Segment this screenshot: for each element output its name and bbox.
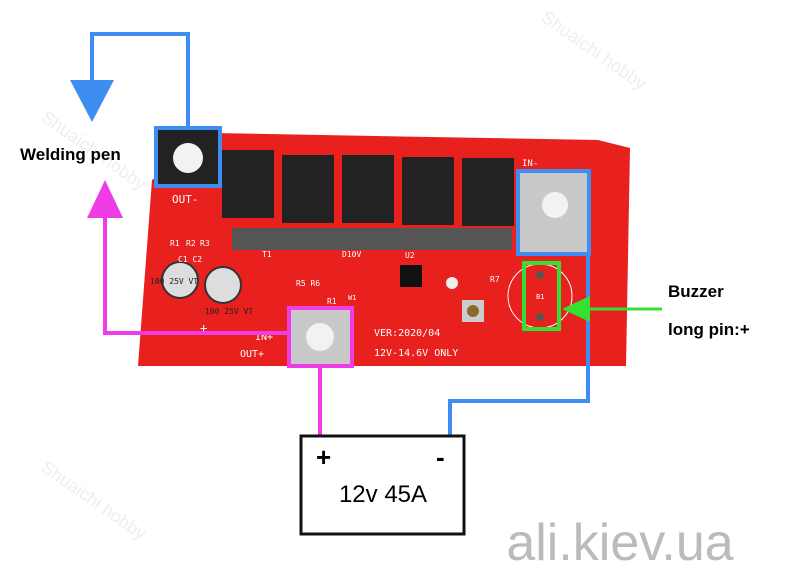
silk-r1: R1	[170, 239, 180, 248]
cap-label: 100 25V VT	[150, 277, 198, 286]
battery-spec: 12v 45A	[339, 481, 427, 508]
silk-r2: R2	[186, 239, 196, 248]
silk-b1: B1	[536, 293, 544, 301]
pcb-board: 100 25V VT 100 25V VT OUT- IN- R1 R2 R3 …	[138, 130, 630, 366]
mosfet-row	[222, 150, 514, 226]
ic-u2	[400, 265, 422, 287]
watermark-text: Shuaichi hobby	[38, 457, 150, 544]
buzzer-highlight	[522, 261, 561, 331]
watermark-text: Shuaichi hobby	[538, 7, 650, 94]
watermark: ali.kiev.ua	[506, 514, 733, 565]
buzzer-label: Buzzer	[668, 282, 724, 301]
arrow-left-icon	[562, 296, 590, 322]
silk-r7: R7	[490, 275, 500, 284]
arrow-up-icon	[87, 180, 123, 218]
silk-voltage: 12V-14.6V ONLY	[374, 348, 458, 359]
silk-plus: +	[200, 321, 207, 335]
capacitor-c2	[204, 266, 242, 304]
positive-wiring	[103, 215, 354, 436]
silk-u2: U2	[405, 251, 415, 260]
silk-r1b: R1	[327, 297, 337, 306]
capacitor-c1	[161, 261, 199, 299]
battery-plus: +	[316, 442, 331, 472]
silk-version: VER:2020/04	[374, 328, 440, 339]
silk-r3: R3	[200, 239, 210, 248]
cap-label: 100 25V VT	[205, 307, 253, 316]
silk-in-minus: IN-	[522, 159, 538, 169]
silk-t1: T1	[262, 250, 272, 259]
long-pin-label: long pin:+	[668, 320, 750, 339]
silk-out-plus: OUT+	[240, 349, 264, 360]
silk-out-minus: OUT-	[172, 193, 199, 206]
in-minus-highlight	[516, 169, 591, 256]
out-minus-highlight	[154, 126, 222, 188]
silk-c1c2: C1 C2	[178, 255, 202, 264]
negative-wiring	[90, 32, 591, 436]
silk-d10v: D10V	[342, 250, 361, 259]
battery-minus: -	[436, 442, 445, 472]
welding-pen-label: Welding pen	[20, 145, 121, 164]
silk-r5r6: R5 R6	[296, 279, 320, 288]
battery-box	[299, 434, 466, 536]
arrow-down-icon	[70, 80, 114, 122]
silk-w1: W1	[348, 294, 356, 302]
silk-in-plus: IN+	[255, 332, 273, 343]
